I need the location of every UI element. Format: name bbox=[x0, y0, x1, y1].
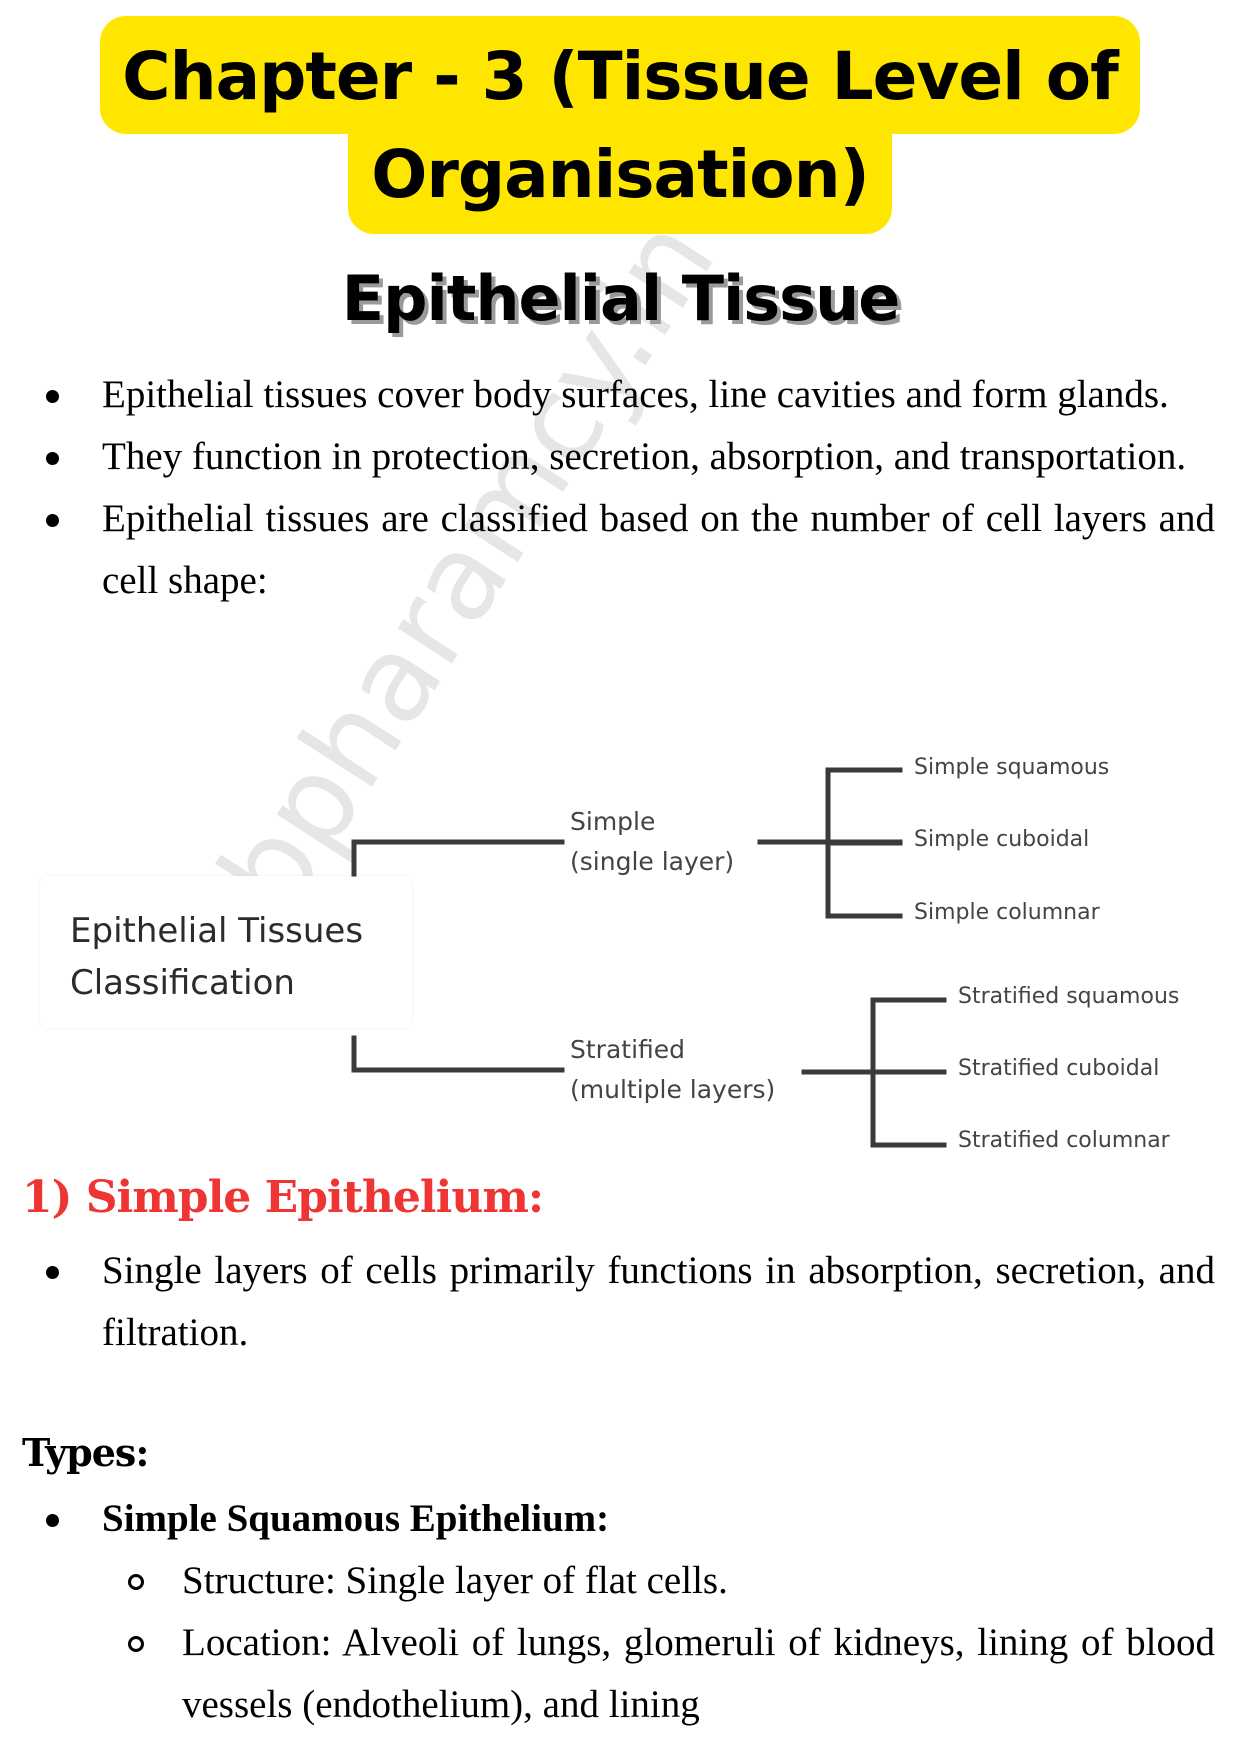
simple-epithelium-bullets: Single layers of cells primarily functio… bbox=[40, 1240, 1215, 1364]
bullet-icon bbox=[46, 390, 59, 403]
types-heading: Types: bbox=[22, 1430, 149, 1475]
bullet-icon bbox=[46, 452, 59, 465]
diagram-root-label: Epithelial Tissues Classification bbox=[70, 911, 364, 1003]
connector-root-simple bbox=[351, 839, 565, 877]
diagram-connectors bbox=[351, 767, 947, 1148]
simple-epithelium-heading: 1) Simple Epithelium: bbox=[22, 1172, 544, 1223]
intro-bullet: Epithelial tissues cover body surfaces, … bbox=[40, 364, 1215, 426]
types-list: Simple Squamous Epithelium: Structure: S… bbox=[40, 1488, 1215, 1736]
simple-epithelium-bullet: Single layers of cells primarily functio… bbox=[40, 1240, 1215, 1364]
type-detail: Structure: Single layer of flat cells. bbox=[40, 1550, 1215, 1612]
title-highlight-bottom bbox=[348, 110, 892, 234]
chapter-title-line-1: Chapter - 3 (Tissue Level of bbox=[122, 38, 1119, 115]
diagram-branch-stratified: Stratified (multiple layers) bbox=[570, 1035, 776, 1104]
type-detail: Location: Alveoli of lungs, glomeruli of… bbox=[40, 1612, 1215, 1736]
connector-root-stratified bbox=[351, 1035, 565, 1073]
intro-bullet: Epithelial tissues are classified based … bbox=[40, 488, 1215, 612]
intro-bullet-list: Epithelial tissues cover body surfaces, … bbox=[40, 364, 1215, 612]
bullet-icon bbox=[46, 1514, 59, 1527]
diagram-leaf: Stratified cuboidal bbox=[958, 1056, 1160, 1081]
diagram-leaf: Simple cuboidal bbox=[914, 827, 1090, 852]
diagram-leaf: Stratified squamous bbox=[958, 984, 1180, 1009]
diagram-leaf: Simple squamous bbox=[914, 755, 1110, 780]
section-title: Epithelial Tissue bbox=[341, 262, 901, 335]
chapter-title: Chapter - 3 (Tissue Level of Organisatio… bbox=[100, 28, 1140, 224]
diagram-root-box bbox=[40, 876, 412, 1028]
diagram-branch-simple: Simple (single layer) bbox=[570, 807, 735, 876]
hollow-bullet-icon bbox=[128, 1636, 144, 1652]
type-item-title: Simple Squamous Epithelium: bbox=[40, 1488, 1215, 1550]
chapter-title-line-2: Organisation) bbox=[371, 136, 870, 213]
intro-bullet: They function in protection, secretion, … bbox=[40, 426, 1215, 488]
bullet-icon bbox=[46, 1266, 59, 1279]
hollow-bullet-icon bbox=[128, 1574, 144, 1590]
diagram-leaf: Stratified columnar bbox=[958, 1128, 1170, 1153]
classification-diagram: Epithelial Tissues Classification Simple… bbox=[0, 740, 1241, 1180]
bullet-icon bbox=[46, 514, 59, 527]
diagram-leaf: Simple columnar bbox=[914, 900, 1100, 925]
